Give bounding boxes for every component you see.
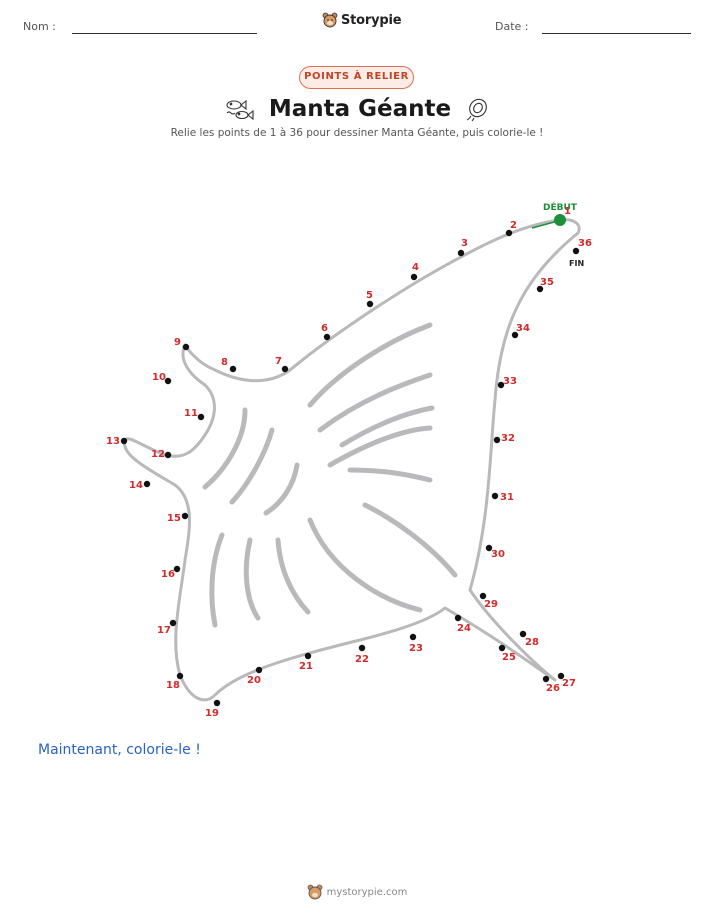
dot-3 <box>457 249 465 257</box>
dot-number-6: 6 <box>321 323 328 334</box>
dot-number-30: 30 <box>491 549 505 560</box>
dot-12 <box>164 451 172 459</box>
dot-22 <box>358 644 366 652</box>
dot-number-12: 12 <box>151 449 165 460</box>
dot-21 <box>304 652 312 660</box>
dot-number-13: 13 <box>106 436 120 447</box>
brand-name: Storypie <box>341 12 402 28</box>
dot-number-24: 24 <box>457 623 471 634</box>
dot-number-31: 31 <box>500 492 514 503</box>
dot-number-29: 29 <box>484 599 498 610</box>
dot-35 <box>536 285 544 293</box>
dot-number-9: 9 <box>174 337 181 348</box>
dot-18 <box>176 672 184 680</box>
dot-number-25: 25 <box>502 652 516 663</box>
bear-mascot-icon <box>307 884 323 900</box>
dot-number-7: 7 <box>275 356 282 367</box>
dot-number-17: 17 <box>157 625 171 636</box>
dot-4 <box>410 273 418 281</box>
dot-33 <box>497 381 505 389</box>
bear-mascot-icon <box>322 12 338 28</box>
dot-14 <box>143 480 151 488</box>
dot-number-2: 2 <box>510 220 517 231</box>
name-line <box>72 33 257 34</box>
dot-5 <box>366 300 374 308</box>
dot-number-14: 14 <box>129 480 143 491</box>
dot-number-36: 36 <box>578 238 592 249</box>
dot-32 <box>493 436 501 444</box>
dot-number-20: 20 <box>247 675 261 686</box>
dot-number-10: 10 <box>152 372 166 383</box>
dot-10 <box>164 377 172 385</box>
instructions: Relie les points de 1 à 36 pour dessiner… <box>170 127 544 139</box>
jellyfish-doodle-icon <box>466 98 488 122</box>
start-connector <box>531 220 559 229</box>
dot-29 <box>479 592 487 600</box>
name-label: Nom : <box>23 20 56 33</box>
dot-number-4: 4 <box>412 262 419 273</box>
dot-number-1: 1 <box>564 206 571 217</box>
dot-30 <box>485 544 493 552</box>
dot-28 <box>519 630 527 638</box>
dot-number-8: 8 <box>221 357 228 368</box>
page-title: Manta Géante <box>268 96 452 122</box>
dot-27 <box>557 672 565 680</box>
dot-26 <box>542 675 550 683</box>
dot-number-21: 21 <box>299 661 313 672</box>
dot-19 <box>213 699 221 707</box>
fish-doodle-icon <box>226 99 254 121</box>
dot-23 <box>409 633 417 641</box>
dot-2 <box>505 229 513 237</box>
manta-outline <box>123 218 581 702</box>
dot-17 <box>169 619 177 627</box>
dot-number-28: 28 <box>525 637 539 648</box>
date-line <box>542 33 691 34</box>
footer: mystorypie.com <box>0 884 714 900</box>
dot-11 <box>197 413 205 421</box>
dot-number-27: 27 <box>562 678 576 689</box>
end-label: FIN <box>569 259 584 268</box>
dot-number-11: 11 <box>184 408 198 419</box>
dot-31 <box>491 492 499 500</box>
dot-number-34: 34 <box>516 323 530 334</box>
dot-16 <box>173 565 181 573</box>
dot-36 <box>572 247 580 255</box>
manta-inner-lines <box>202 322 458 628</box>
dot-number-26: 26 <box>546 683 560 694</box>
dot-number-16: 16 <box>161 569 175 580</box>
color-instruction: Maintenant, colorie-le ! <box>38 742 201 758</box>
date-label: Date : <box>495 20 529 33</box>
dot-number-5: 5 <box>366 290 373 301</box>
brand-logo: Storypie <box>322 12 402 28</box>
dot-number-19: 19 <box>205 708 219 719</box>
dot-20 <box>255 666 263 674</box>
dot-13 <box>120 437 128 445</box>
title-row: Manta Géante <box>0 92 714 126</box>
dot-15 <box>181 512 189 520</box>
dot-24 <box>454 614 462 622</box>
dot-25 <box>498 644 506 652</box>
dot-6 <box>323 333 331 341</box>
dot-number-35: 35 <box>540 277 554 288</box>
dot-number-18: 18 <box>166 680 180 691</box>
dot-number-3: 3 <box>461 238 468 249</box>
dot-number-33: 33 <box>503 376 517 387</box>
dot-8 <box>229 365 237 373</box>
activity-badge: POINTS À RELIER <box>299 66 414 89</box>
dot-34 <box>511 331 519 339</box>
dot-number-23: 23 <box>409 643 423 654</box>
worksheet-header: Nom : Storypie Date : <box>0 0 714 50</box>
start-dot <box>554 214 566 226</box>
dot-layer: 1234567891011121314151617181920212223242… <box>106 206 592 719</box>
dot-number-15: 15 <box>167 513 181 524</box>
dot-9 <box>182 343 190 351</box>
dot-number-22: 22 <box>355 654 369 665</box>
dot-7 <box>281 365 289 373</box>
footer-url: mystorypie.com <box>326 886 408 898</box>
dot-number-32: 32 <box>501 433 515 444</box>
start-label: DÉBUT <box>543 201 578 213</box>
